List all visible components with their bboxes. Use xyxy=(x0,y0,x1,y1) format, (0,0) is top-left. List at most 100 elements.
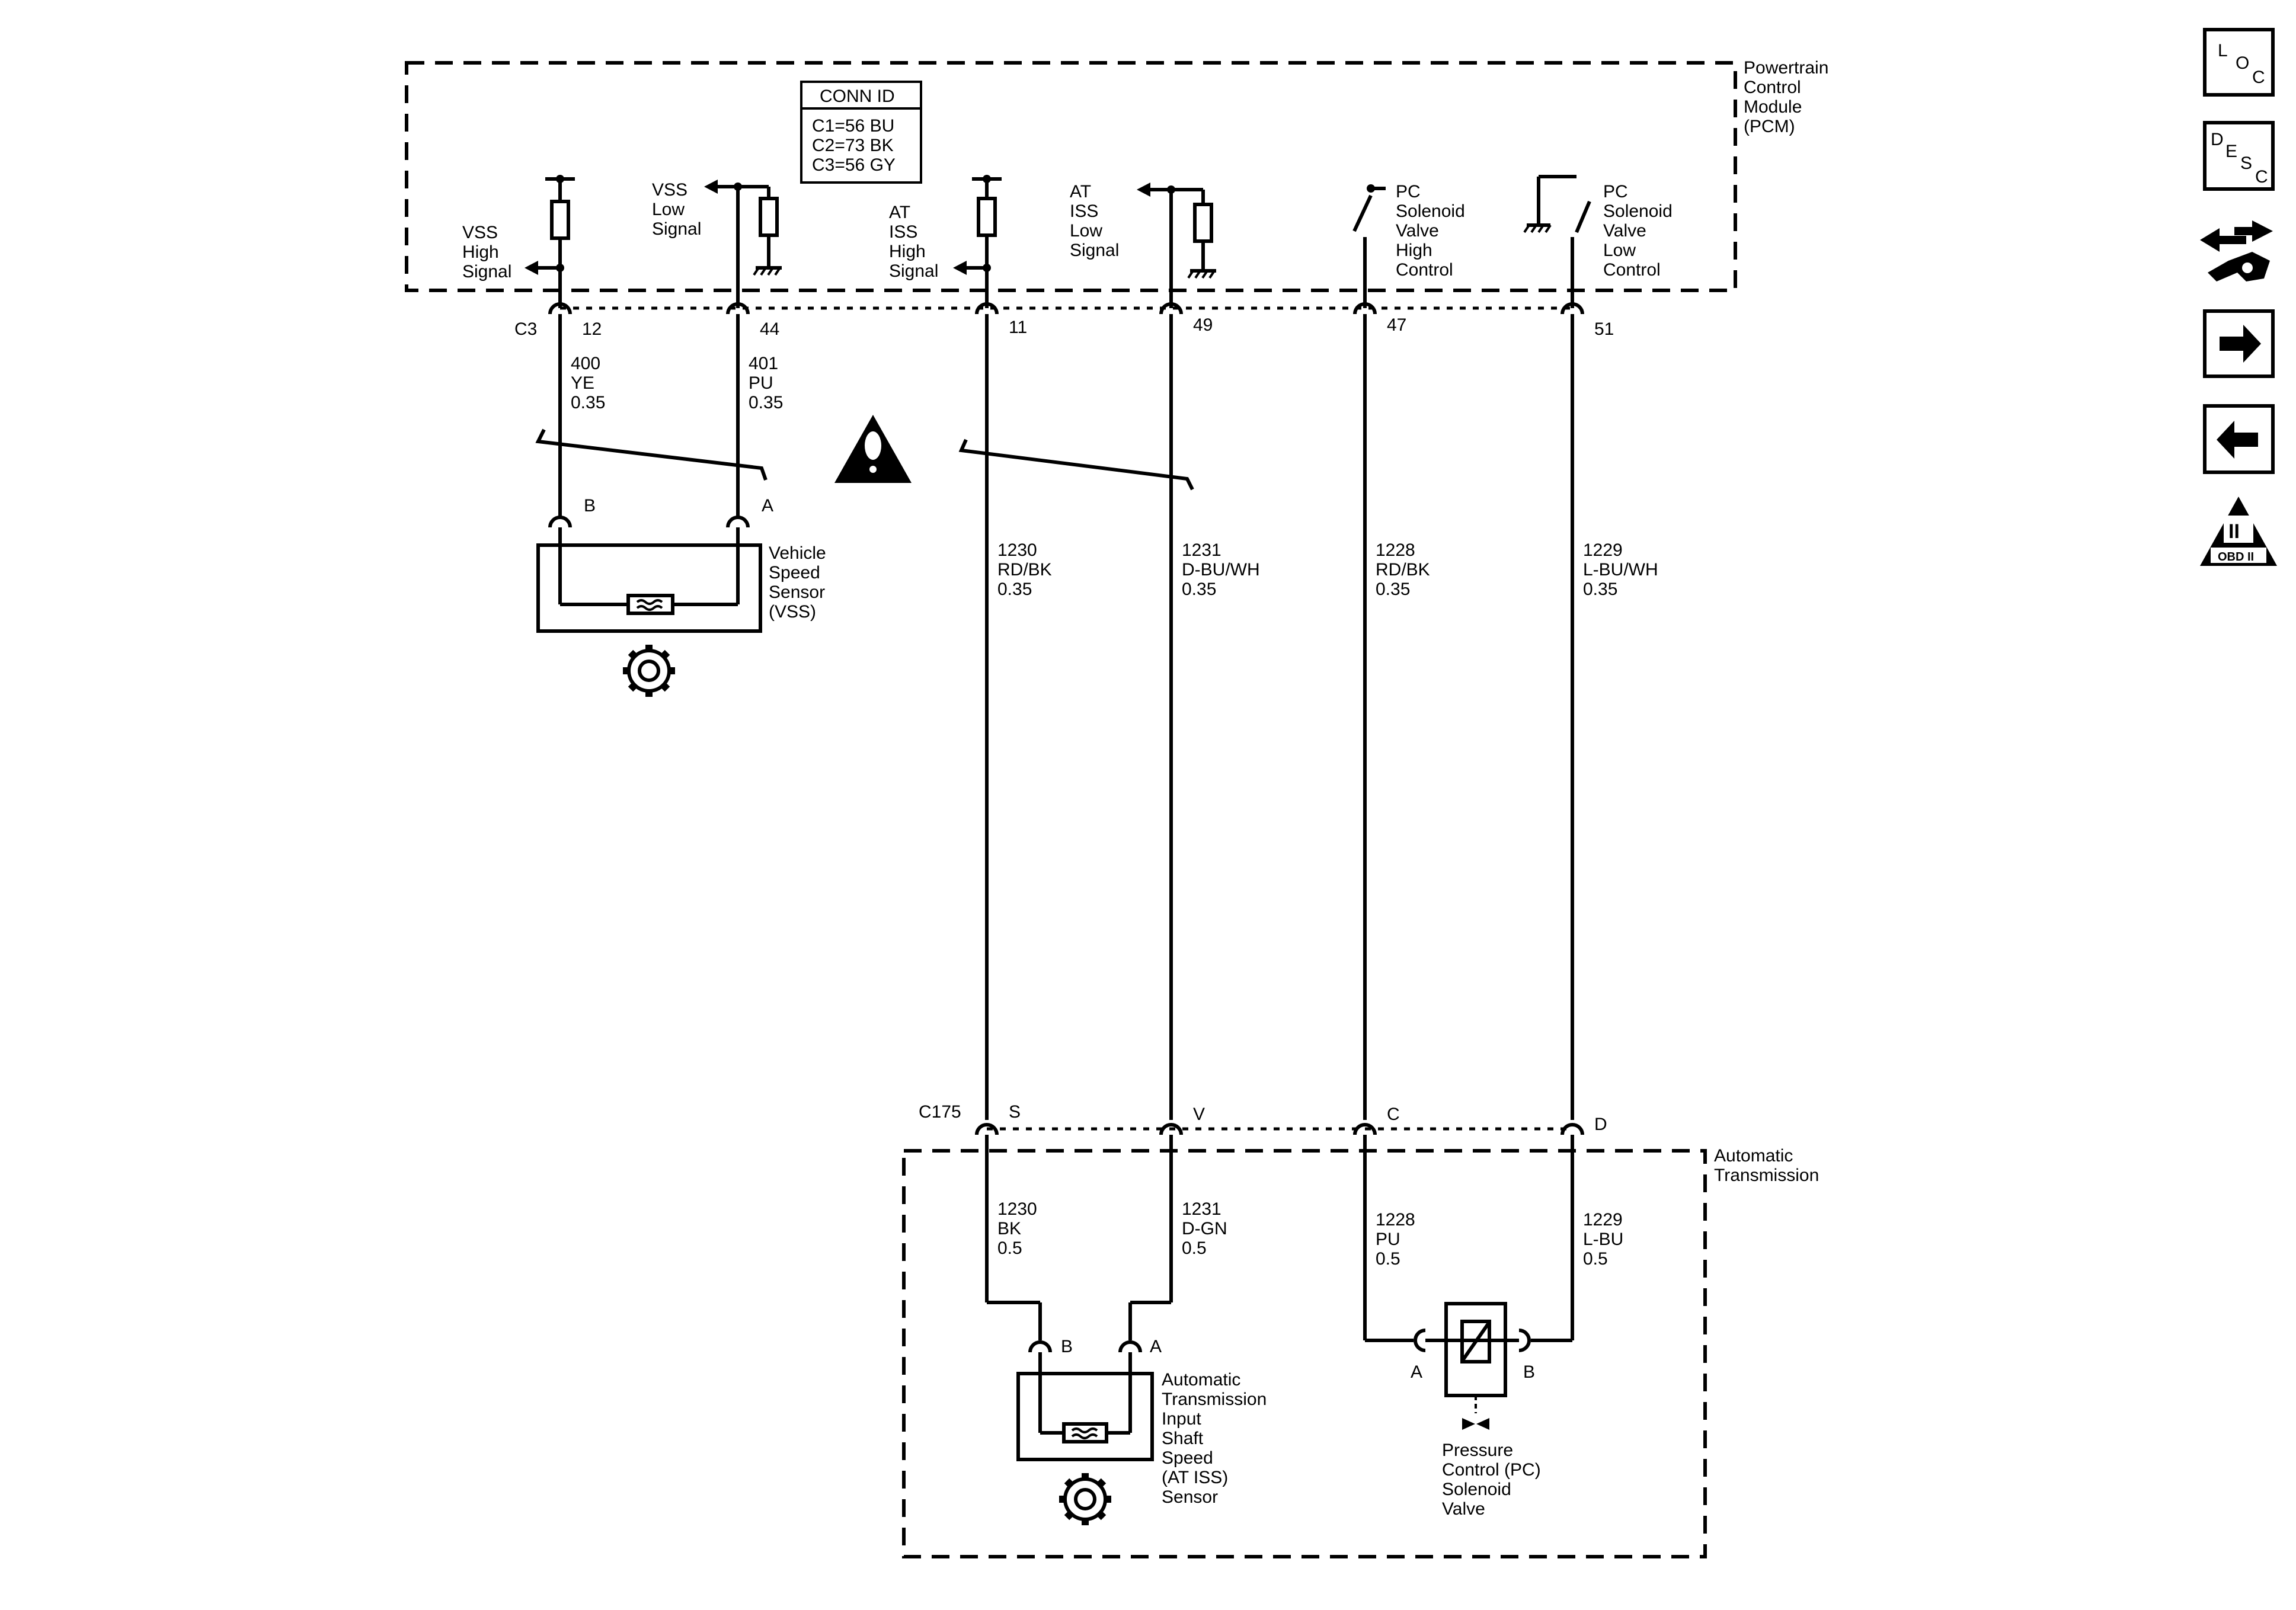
svg-text:C175: C175 xyxy=(919,1102,961,1122)
svg-text:47: 47 xyxy=(1387,315,1406,335)
svg-text:1228: 1228 xyxy=(1376,540,1415,560)
svg-text:(VSS): (VSS) xyxy=(769,602,816,622)
svg-text:S: S xyxy=(1009,1102,1021,1122)
svg-text:BK: BK xyxy=(997,1219,1021,1238)
svg-text:Speed: Speed xyxy=(1162,1448,1213,1468)
vss-low-signal-circuit: VSS Low Signal xyxy=(652,180,782,308)
svg-text:Control: Control xyxy=(1396,260,1453,280)
svg-text:C: C xyxy=(1387,1105,1400,1124)
vss-sensor-label: Vehicle Speed Sensor (VSS) xyxy=(769,543,826,622)
svg-text:1230: 1230 xyxy=(997,1199,1037,1219)
svg-text:11: 11 xyxy=(1009,318,1027,337)
svg-text:Low: Low xyxy=(1603,241,1636,260)
svg-text:0.5: 0.5 xyxy=(1182,1238,1207,1258)
pc-valve-label: Pressure Control (PC) Solenoid Valve xyxy=(1442,1441,1541,1519)
svg-text:VSS: VSS xyxy=(462,223,498,242)
wire-401-label: 401 PU 0.35 xyxy=(749,354,783,412)
vss-sensor: B A Vehicle Speed Senso xyxy=(536,496,826,697)
location-button[interactable]: L O C xyxy=(2203,28,2275,97)
pc-solenoid-valve: A B Pressure Control (PC) Solenoid Valve xyxy=(1411,1302,1541,1519)
svg-text:AT: AT xyxy=(889,203,910,222)
obd-ii-button[interactable]: II OBD II xyxy=(2200,497,2277,566)
svg-text:1231: 1231 xyxy=(1182,1199,1221,1219)
vss-gear-icon xyxy=(623,645,675,697)
next-page-button[interactable] xyxy=(2203,309,2275,378)
svg-text:Valve: Valve xyxy=(1442,1499,1485,1519)
svg-text:L-BU/WH: L-BU/WH xyxy=(1583,560,1658,580)
wire-1230-label: 1230 RD/BK 0.35 xyxy=(997,540,1052,599)
svg-text:0.35: 0.35 xyxy=(997,580,1032,599)
svg-text:C2=73 BK: C2=73 BK xyxy=(812,136,894,155)
svg-text:Control: Control xyxy=(1603,260,1661,280)
svg-text:A: A xyxy=(1411,1362,1422,1382)
pc-high-control-circuit: PC Solenoid Valve High Control xyxy=(1352,182,1465,308)
wire-1228-lower-label: 1228 PU 0.5 xyxy=(1376,1210,1415,1269)
svg-text:B: B xyxy=(584,496,596,516)
right-arrow-icon xyxy=(2220,325,2261,363)
svg-text:1229: 1229 xyxy=(1583,540,1623,560)
svg-text:(AT ISS): (AT ISS) xyxy=(1162,1468,1228,1487)
svg-text:L-BU: L-BU xyxy=(1583,1230,1623,1249)
svg-text:Pressure: Pressure xyxy=(1442,1441,1513,1460)
wire-1230-lower-label: 1230 BK 0.5 xyxy=(997,1199,1037,1258)
svg-text:A: A xyxy=(1150,1337,1162,1356)
wire-1228-label: 1228 RD/BK 0.35 xyxy=(1376,540,1430,599)
svg-text:C3=56 GY: C3=56 GY xyxy=(812,155,896,175)
vss-high-signal-circuit: VSS High Signal xyxy=(462,175,575,308)
svg-text:C1=56 BU: C1=56 BU xyxy=(812,116,894,136)
caution-icon xyxy=(834,415,912,483)
svg-text:E: E xyxy=(2225,142,2237,161)
svg-text:Sensor: Sensor xyxy=(1162,1487,1218,1507)
connector-end-view-button[interactable] xyxy=(2200,220,2273,281)
svg-text:Signal: Signal xyxy=(889,261,938,281)
svg-text:RD/BK: RD/BK xyxy=(997,560,1052,580)
svg-text:Valve: Valve xyxy=(1603,221,1646,241)
svg-text:High: High xyxy=(889,242,926,261)
svg-text:C: C xyxy=(2255,167,2268,187)
svg-text:(PCM): (PCM) xyxy=(1744,117,1795,136)
connector-c175: C175 S V C D xyxy=(919,1102,1607,1135)
svg-text:C3: C3 xyxy=(514,319,537,339)
svg-text:Transmission: Transmission xyxy=(1162,1390,1267,1409)
wire-1231-label: 1231 D-BU/WH 0.35 xyxy=(1182,540,1260,599)
svg-text:Solenoid: Solenoid xyxy=(1442,1480,1511,1499)
svg-text:D: D xyxy=(2211,130,2224,149)
svg-text:VSS: VSS xyxy=(652,180,687,200)
svg-text:0.35: 0.35 xyxy=(749,393,783,412)
svg-text:O: O xyxy=(2236,53,2249,73)
svg-text:V: V xyxy=(1193,1105,1205,1124)
iss-high-signal-circuit: AT ISS High Signal xyxy=(889,175,1002,308)
previous-page-button[interactable] xyxy=(2203,404,2275,474)
wire-1231-lower-label: 1231 D-GN 0.5 xyxy=(1182,1199,1227,1258)
svg-text:PU: PU xyxy=(1376,1230,1400,1249)
svg-text:0.35: 0.35 xyxy=(1182,580,1216,599)
svg-text:Module: Module xyxy=(1744,97,1802,117)
wire-1229-lower-label: 1229 L-BU 0.5 xyxy=(1583,1210,1623,1269)
left-arrow-icon xyxy=(2217,421,2258,459)
pcm-connector-c3: C3 12 44 11 49 47 51 xyxy=(514,302,1614,339)
svg-text:Vehicle: Vehicle xyxy=(769,543,826,563)
iss-sensor-label: Automatic Transmission Input Shaft Speed… xyxy=(1162,1370,1267,1507)
svg-text:Speed: Speed xyxy=(769,563,820,582)
description-button[interactable]: D E S C xyxy=(2203,121,2275,191)
svg-text:1229: 1229 xyxy=(1583,1210,1623,1230)
svg-text:Signal: Signal xyxy=(652,219,701,239)
svg-text:1230: 1230 xyxy=(997,540,1037,560)
svg-text:Low: Low xyxy=(652,200,685,219)
svg-text:Input: Input xyxy=(1162,1409,1201,1429)
svg-text:ISS: ISS xyxy=(889,222,917,242)
svg-text:0.5: 0.5 xyxy=(1583,1249,1608,1269)
svg-text:1228: 1228 xyxy=(1376,1210,1415,1230)
svg-text:PC: PC xyxy=(1603,182,1628,201)
svg-text:B: B xyxy=(1061,1337,1073,1356)
connector-tool-icon xyxy=(2200,220,2273,281)
svg-text:RD/BK: RD/BK xyxy=(1376,560,1430,580)
svg-text:0.35: 0.35 xyxy=(1583,580,1617,599)
svg-text:ISS: ISS xyxy=(1070,201,1098,221)
svg-text:L: L xyxy=(2218,41,2228,60)
svg-text:D: D xyxy=(1594,1115,1607,1134)
svg-text:49: 49 xyxy=(1193,315,1213,335)
svg-text:A: A xyxy=(762,496,773,516)
pc-low-control-circuit: PC Solenoid Valve Low Control xyxy=(1523,175,1673,308)
iss-sensor: B A xyxy=(1016,1337,1267,1525)
